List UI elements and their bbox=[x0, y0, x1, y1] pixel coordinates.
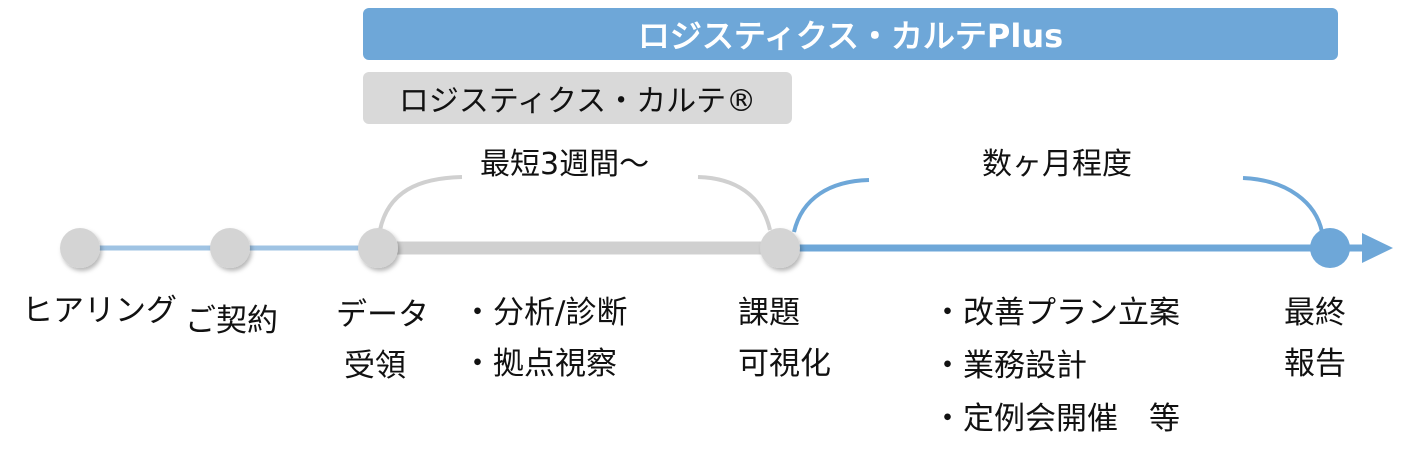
step-data-line1: データ bbox=[336, 297, 429, 333]
activity-karte-1: ・分析/診断 bbox=[462, 295, 628, 331]
karte-label: ロジスティクス・カルテ® bbox=[398, 84, 757, 119]
step-final-line1: 最終 bbox=[1284, 295, 1346, 331]
node-issue bbox=[760, 228, 800, 268]
node-final bbox=[1310, 228, 1350, 268]
activity-karte-2: ・拠点視察 bbox=[462, 346, 617, 382]
duration-long: 数ヶ月程度 bbox=[982, 147, 1132, 182]
bracket-short-right bbox=[697, 175, 772, 231]
bracket-long-left bbox=[792, 178, 870, 233]
node-hearing bbox=[60, 228, 100, 268]
activity-plus-3: ・定例会開催 等 bbox=[932, 401, 1180, 437]
activity-plus-1: ・改善プラン立案 bbox=[932, 295, 1180, 331]
node-contract bbox=[210, 228, 250, 268]
step-issue-line1: 課題 bbox=[738, 295, 800, 331]
karte-bar: ロジスティクス・カルテ® bbox=[363, 72, 792, 124]
karte-plus-label: ロジスティクス・カルテPlus bbox=[637, 17, 1064, 55]
duration-short: 最短3週間～ bbox=[480, 147, 650, 182]
step-hearing: ヒアリング bbox=[22, 293, 177, 329]
step-data-line2: 受領 bbox=[344, 348, 406, 384]
activity-plus-2: ・業務設計 bbox=[932, 348, 1087, 384]
timeline-arrowhead bbox=[1362, 233, 1393, 263]
bracket-long-right bbox=[1242, 176, 1324, 233]
bracket-short-left bbox=[378, 175, 463, 231]
step-issue-line2: 可視化 bbox=[738, 346, 831, 382]
step-contract: ご契約 bbox=[185, 303, 278, 339]
node-data bbox=[358, 228, 398, 268]
step-final-line2: 報告 bbox=[1284, 346, 1346, 382]
karte-plus-bar: ロジスティクス・カルテPlus bbox=[363, 8, 1338, 60]
